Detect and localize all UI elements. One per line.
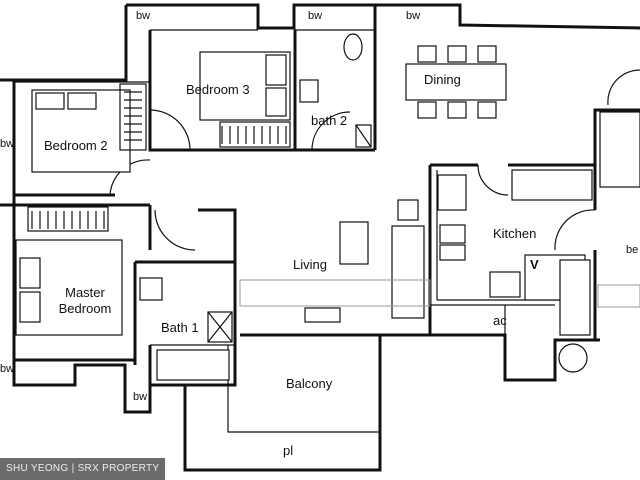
label-kitchen: Kitchen bbox=[493, 226, 537, 241]
label-bw-bottom-left: bw bbox=[0, 363, 15, 375]
right-partial-room bbox=[597, 111, 640, 308]
kitchen-walls bbox=[430, 108, 640, 340]
bedroom2-walls bbox=[12, 80, 152, 205]
exterior-walls bbox=[0, 3, 640, 472]
wardrobe-hatching bbox=[31, 91, 287, 229]
label-bw-top-left: bw bbox=[136, 10, 151, 22]
label-dining: Dining bbox=[424, 72, 461, 87]
bedroom3-walls bbox=[148, 5, 377, 152]
bath1-fixtures bbox=[139, 277, 233, 381]
label-bath-1: Bath 1 bbox=[161, 320, 199, 335]
label-bedroom-3: Bedroom 3 bbox=[186, 82, 250, 97]
bedroom2-bed bbox=[31, 83, 147, 173]
master-bedroom-walls bbox=[14, 203, 152, 365]
label-master-bedroom: Master Bedroom bbox=[58, 285, 112, 316]
label-bw-top-mid: bw bbox=[308, 10, 323, 22]
label-living: Living bbox=[293, 257, 327, 272]
label-bw-top-right: bw bbox=[406, 10, 421, 22]
master-bed bbox=[15, 206, 123, 336]
label-be-partial: be bbox=[626, 244, 639, 256]
label-bw-lower: bw bbox=[133, 391, 148, 403]
label-bedroom-2: Bedroom 2 bbox=[44, 138, 108, 153]
watermark: SHU YEONG | SRX PROPERTY bbox=[0, 458, 166, 480]
bath2-fixtures bbox=[299, 33, 372, 148]
living-furniture bbox=[239, 199, 431, 323]
utility-circle bbox=[558, 343, 588, 373]
bedroom3-bed bbox=[199, 51, 291, 148]
label-bw-left-partial: bw bbox=[0, 138, 15, 150]
ac-ledge bbox=[430, 304, 555, 335]
label-pl: pl bbox=[283, 443, 294, 458]
label-balcony: Balcony bbox=[286, 376, 333, 391]
dining-table bbox=[405, 45, 507, 119]
label-ac: ac bbox=[493, 313, 507, 328]
label-bath-2: bath 2 bbox=[311, 113, 348, 128]
living-walls bbox=[240, 165, 432, 337]
label-v-mark: V bbox=[530, 257, 539, 272]
bath1-walls bbox=[135, 208, 237, 387]
